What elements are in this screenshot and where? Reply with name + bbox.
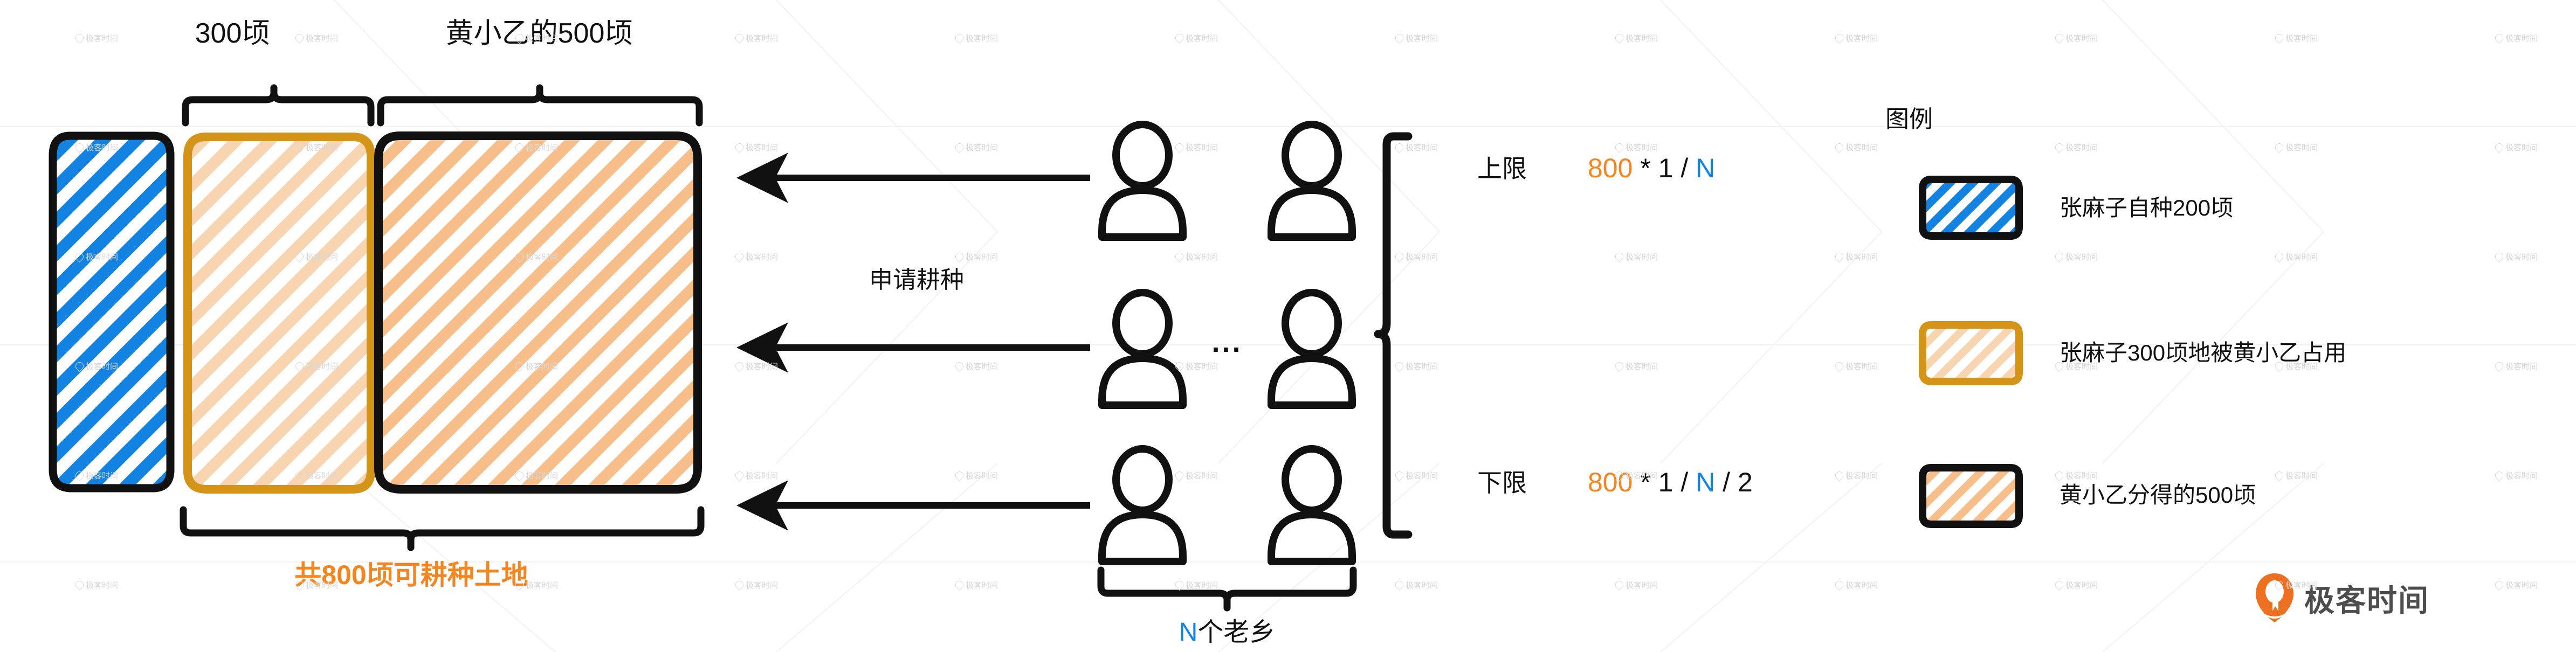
legend-swatch-zhang-self [1919, 176, 2023, 240]
bracket-500 [377, 84, 703, 127]
legend-label-huang-granted: 黄小乙分得的500顷 [2060, 482, 2256, 508]
lower-limit-label: 下限 [1477, 469, 1527, 497]
bracket-300 [182, 84, 375, 127]
upper-limit-n: N [1696, 153, 1716, 183]
lower-limit-op: * 1 / [1633, 467, 1696, 497]
arrow-group [736, 152, 1090, 531]
upper-limit-formula: 800 * 1 / N [1588, 155, 1715, 182]
brand-name: 极客时间 [2304, 583, 2429, 618]
person-icon-r1c1 [1098, 121, 1187, 241]
bracket-total-800 [180, 506, 705, 551]
upper-limit-op: * 1 / [1633, 153, 1696, 183]
upper-limit-label: 上限 [1477, 155, 1527, 183]
lower-limit-div2: / 2 [1715, 467, 1753, 497]
people-group [1098, 121, 1356, 565]
legend-swatches [1919, 176, 2023, 528]
arrow-label-apply: 申请耕种 [869, 267, 964, 293]
person-icon-r2c1 [1098, 289, 1187, 409]
person-icon-r3c1 [1098, 445, 1187, 565]
lower-limit-n: N [1696, 467, 1716, 497]
bracket-label-500: 黄小乙的500顷 [445, 18, 633, 49]
person-icon-r2c2 [1268, 289, 1356, 409]
land-block-zhang-self [49, 131, 175, 493]
lower-limit-formula: 800 * 1 / N / 2 [1588, 469, 1753, 496]
geektime-pin-icon [2256, 573, 2293, 622]
upper-limit-total: 800 [1588, 153, 1633, 183]
people-bracket-label: N个老乡 [1179, 620, 1276, 646]
people-count-suffix: 个老乡 [1197, 618, 1276, 647]
land-block-zhang-taken [183, 133, 375, 494]
people-ellipsis: ... [1211, 326, 1243, 358]
bracket-label-300: 300顷 [195, 18, 270, 49]
land-block-huang-granted [374, 131, 702, 494]
person-icon-r3c2 [1268, 445, 1356, 565]
person-icon-r1c2 [1268, 121, 1356, 241]
legend-label-zhang-self: 张麻子自种200顷 [2060, 195, 2234, 220]
bracket-people [1097, 566, 1357, 612]
brace-limits [1374, 132, 1413, 539]
legend-swatch-zhang-taken [1919, 321, 2023, 385]
legend-label-zhang-taken: 张麻子300顷地被黄小乙占用 [2060, 340, 2347, 365]
people-count-symbol: N [1179, 618, 1198, 647]
legend-swatch-huang-granted [1919, 464, 2023, 528]
brand-logo: 极客时间 [2254, 572, 2429, 624]
bracket-label-total: 共800顷可耕种土地 [294, 560, 528, 590]
legend-title: 图例 [1885, 106, 1933, 133]
lower-limit-total: 800 [1588, 467, 1633, 497]
